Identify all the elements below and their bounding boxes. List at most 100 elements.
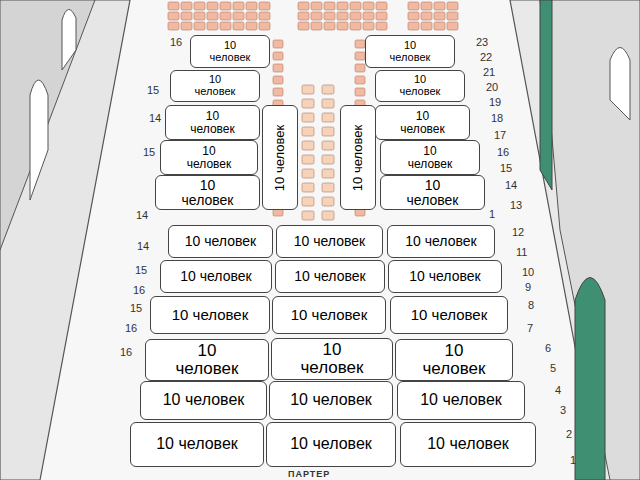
left-arch [30, 80, 48, 200]
seat [408, 2, 419, 10]
seat-group-box: 10 человек [269, 381, 393, 420]
seat [408, 12, 419, 20]
row-number: 14 [505, 180, 517, 191]
group-label: 10 человек [294, 234, 365, 249]
seat [350, 2, 361, 10]
group-label: 10 человек [185, 110, 241, 135]
row-number: 10 [522, 267, 534, 278]
seat-group-box: 10 человек [395, 339, 513, 381]
seat [324, 22, 335, 30]
seat [302, 169, 314, 178]
seat [302, 127, 314, 136]
seat [246, 12, 257, 20]
row-number: 23 [476, 37, 488, 48]
row-number: 11 [516, 247, 527, 258]
right-window [610, 48, 630, 121]
row-number: 18 [491, 113, 503, 124]
seat [350, 12, 361, 20]
seat [355, 64, 365, 72]
group-label: 10 человек [405, 234, 476, 249]
seat [207, 22, 218, 30]
seat-group-box: 10 человек [266, 422, 396, 467]
group-label: 10 человек [180, 269, 251, 284]
row-number: 3 [560, 405, 566, 416]
seat-group-box: 10 человек [380, 140, 480, 175]
seat [302, 211, 314, 220]
group-label: 10 человек [395, 110, 451, 135]
row-number: 20 [486, 82, 498, 93]
group-label: 10 человек [189, 74, 241, 97]
seat [421, 2, 432, 10]
row-number: 12 [512, 227, 524, 238]
seat [311, 12, 322, 20]
seat [322, 169, 334, 178]
seat-group-box: 10 человек [271, 338, 393, 380]
seat-group-box: 10 человек [170, 70, 260, 102]
seat [322, 155, 334, 164]
seat-group-box: 10 человек [165, 105, 260, 140]
seat [168, 22, 179, 30]
seat [194, 12, 205, 20]
seat [322, 85, 334, 94]
seat [181, 2, 192, 10]
seat [233, 22, 244, 30]
row-number: 21 [483, 67, 495, 78]
seat [259, 12, 270, 20]
seat [311, 22, 322, 30]
seat [322, 141, 334, 150]
seat [421, 12, 432, 20]
seat [273, 52, 283, 60]
seat-group-box: 10 человек [390, 296, 508, 334]
group-label: 10 человек [294, 269, 365, 284]
seat [181, 22, 192, 30]
group-label: 10 человек [156, 436, 238, 453]
seat [302, 99, 314, 108]
row-number: 17 [494, 130, 506, 141]
seat-group-box: 10 человек [380, 175, 485, 210]
row-number: 14 [137, 241, 149, 252]
seat-group-box: 10 человек [387, 225, 495, 258]
seat [355, 40, 365, 48]
seat [355, 88, 365, 96]
seat [322, 197, 334, 206]
seat [194, 2, 205, 10]
seat-group-box: 10 человек [276, 225, 383, 258]
seat [298, 22, 309, 30]
seat [220, 2, 231, 10]
group-label: 10 человек [427, 436, 509, 453]
seat [376, 22, 387, 30]
seat [298, 12, 309, 20]
seat [220, 22, 231, 30]
seat [434, 22, 445, 30]
seat [181, 12, 192, 20]
seat [246, 22, 257, 30]
seat-group-box: 10 человек [190, 35, 270, 68]
row-number: 16 [497, 147, 509, 158]
group-label: 10 человек [167, 342, 247, 378]
seat [233, 2, 244, 10]
seat [447, 2, 458, 10]
row-number: 7 [527, 323, 533, 334]
seat-group-box: 10 человек [375, 105, 470, 140]
row-number: 15 [143, 147, 155, 158]
seat-group-box: 10 человек [400, 422, 536, 467]
seat [298, 2, 309, 10]
seat [363, 12, 374, 20]
group-label: 10 человек [204, 40, 256, 63]
group-label: 10 человек [290, 436, 372, 453]
group-label: 10 человек [420, 392, 502, 409]
row-number: 13 [510, 200, 522, 211]
seat [246, 2, 257, 10]
group-label: 10 человек [411, 307, 487, 323]
row-number: 4 [555, 385, 561, 396]
group-label: 10 человек [185, 234, 256, 249]
seat [376, 12, 387, 20]
group-label: 10 человек [401, 178, 465, 207]
seat [207, 12, 218, 20]
seat [363, 2, 374, 10]
seat [376, 2, 387, 10]
seat-group-box: 10 человек [365, 35, 455, 68]
row-number: 16 [120, 347, 132, 358]
seat [322, 183, 334, 192]
